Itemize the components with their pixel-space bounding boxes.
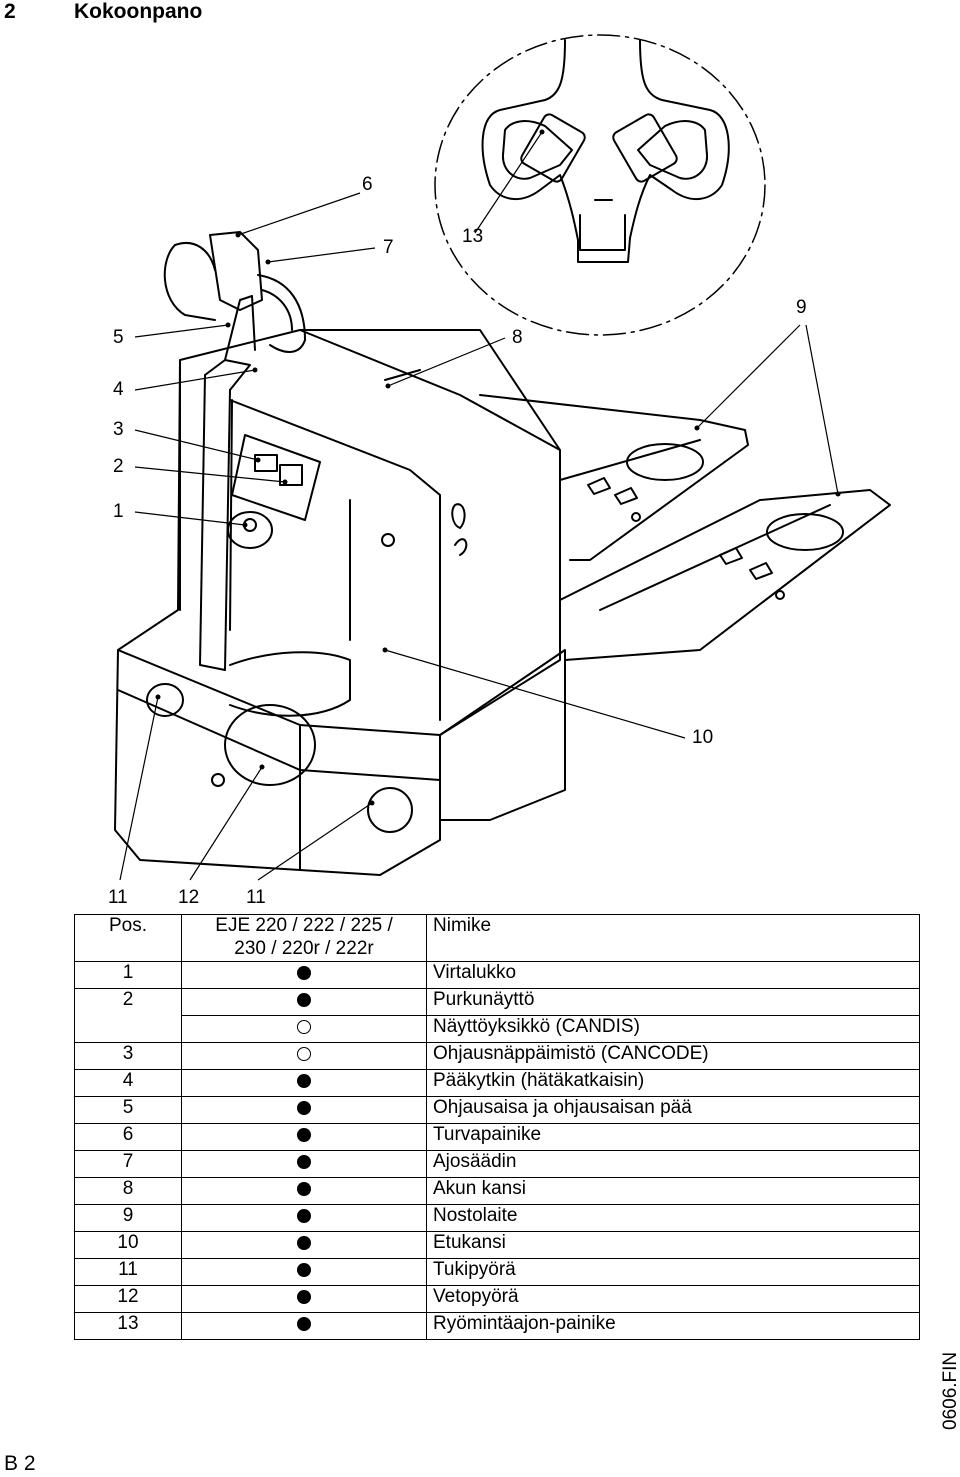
row-pos: 8 [74,1176,182,1205]
table-row: Näyttöyksikkö (CANDIS) [74,1014,920,1043]
table-row: 4 Pääkytkin (hätäkatkaisin) [74,1068,920,1097]
table-row: 8 Akun kansi [74,1176,920,1205]
open-circle-icon [297,1046,311,1061]
callout-9: 9 [796,297,807,318]
row-pos: 5 [74,1095,182,1124]
header-models: EJE 220 / 222 / 225 / 230 / 220r / 222r [181,914,427,962]
page-number: B 2 [4,1452,36,1475]
filled-circle-icon [297,1073,311,1088]
callout-5: 5 [113,327,124,348]
table-row: 10 Etukansi [74,1230,920,1259]
row-pos: 7 [74,1149,182,1178]
row-pos: 12 [74,1284,182,1313]
row-name: Tukipyörä [426,1257,920,1286]
callout-11-right: 11 [246,887,266,908]
parts-table: Pos. EJE 220 / 222 / 225 / 230 / 220r / … [74,914,920,1340]
callout-13: 13 [462,226,484,247]
row-name: Ryömintäajon-painike [426,1311,920,1340]
table-row: 13 Ryömintäajon-painike [74,1311,920,1340]
filled-circle-icon [297,965,311,980]
table-row: 6 Turvapainike [74,1122,920,1151]
table-row: 9 Nostolaite [74,1203,920,1232]
callout-2: 2 [113,456,124,477]
table-row: 3 Ohjausnäppäimistö (CANCODE) [74,1041,920,1070]
row-name: Vetopyörä [426,1284,920,1313]
callout-7: 7 [383,237,394,258]
table-row: 5 Ohjausaisa ja ohjausaisan pää [74,1095,920,1124]
row-pos: 2 [74,987,182,1016]
row-mark [181,1257,427,1286]
row-mark [181,1122,427,1151]
callout-3: 3 [113,419,124,440]
row-pos: 6 [74,1122,182,1151]
filled-circle-icon [297,1127,311,1142]
row-pos [74,1015,182,1043]
row-name: Näyttöyksikkö (CANDIS) [426,1014,920,1043]
callout-10: 10 [692,727,714,748]
row-mark [181,987,427,1016]
row-name: Turvapainike [426,1122,920,1151]
callout-6: 6 [362,174,373,195]
header-models-line1: EJE 220 / 222 / 225 / [215,915,393,936]
row-name: Akun kansi [426,1176,920,1205]
row-name: Ohjausnäppäimistö (CANCODE) [426,1041,920,1070]
row-name: Nostolaite [426,1203,920,1232]
row-mark [181,1176,427,1205]
callout-4: 4 [113,379,124,400]
table-row: 11 Tukipyörä [74,1257,920,1286]
callout-12: 12 [178,887,200,908]
header-name: Nimike [426,914,920,962]
filled-circle-icon [297,1100,311,1115]
row-name: Etukansi [426,1230,920,1259]
detail-circle [434,34,766,336]
row-pos: 13 [74,1311,182,1340]
filled-circle-icon [297,992,311,1007]
filled-circle-icon [297,1262,311,1277]
row-mark [181,960,427,989]
row-pos: 10 [74,1230,182,1259]
header-pos: Pos. [74,914,182,962]
filled-circle-icon [297,1208,311,1223]
filled-circle-icon [297,1235,311,1250]
pallet-truck-illustration [114,34,891,881]
row-mark [181,1284,427,1313]
row-mark [181,1068,427,1097]
row-mark [181,1203,427,1232]
open-circle-icon [297,1019,311,1034]
row-name: Ohjausaisa ja ohjausaisan pää [426,1095,920,1124]
row-mark [181,1095,427,1124]
row-pos: 1 [74,960,182,989]
table-row: 12 Vetopyörä [74,1284,920,1313]
row-mark [181,1230,427,1259]
filled-circle-icon [297,1316,311,1331]
row-pos: 3 [74,1041,182,1070]
filled-circle-icon [297,1154,311,1169]
callout-11-left: 11 [108,887,128,908]
row-mark [181,1149,427,1178]
table-row: 1 Virtalukko [74,960,920,989]
header-models-line2: 230 / 220r / 222r [234,937,374,959]
row-name: Pääkytkin (hätäkatkaisin) [426,1068,920,1097]
section-number: 2 [4,0,16,23]
table-row: 7 Ajosäädin [74,1149,920,1178]
document-code: 0606.FIN [940,1351,960,1430]
row-name: Ajosäädin [426,1149,920,1178]
callout-1: 1 [113,501,124,522]
table-header-row: Pos. EJE 220 / 222 / 225 / 230 / 220r / … [74,914,920,962]
filled-circle-icon [297,1289,311,1304]
table-row: 2 Purkunäyttö [74,987,920,1016]
row-pos: 4 [74,1068,182,1097]
section-title: Kokoonpano [74,0,203,23]
row-mark [181,1311,427,1340]
row-name: Virtalukko [426,960,920,989]
callout-8: 8 [512,327,523,348]
row-name: Purkunäyttö [426,987,920,1016]
row-pos: 9 [74,1203,182,1232]
filled-circle-icon [297,1181,311,1196]
row-mark [181,1014,427,1043]
row-pos: 11 [74,1257,182,1286]
row-mark [181,1041,427,1070]
